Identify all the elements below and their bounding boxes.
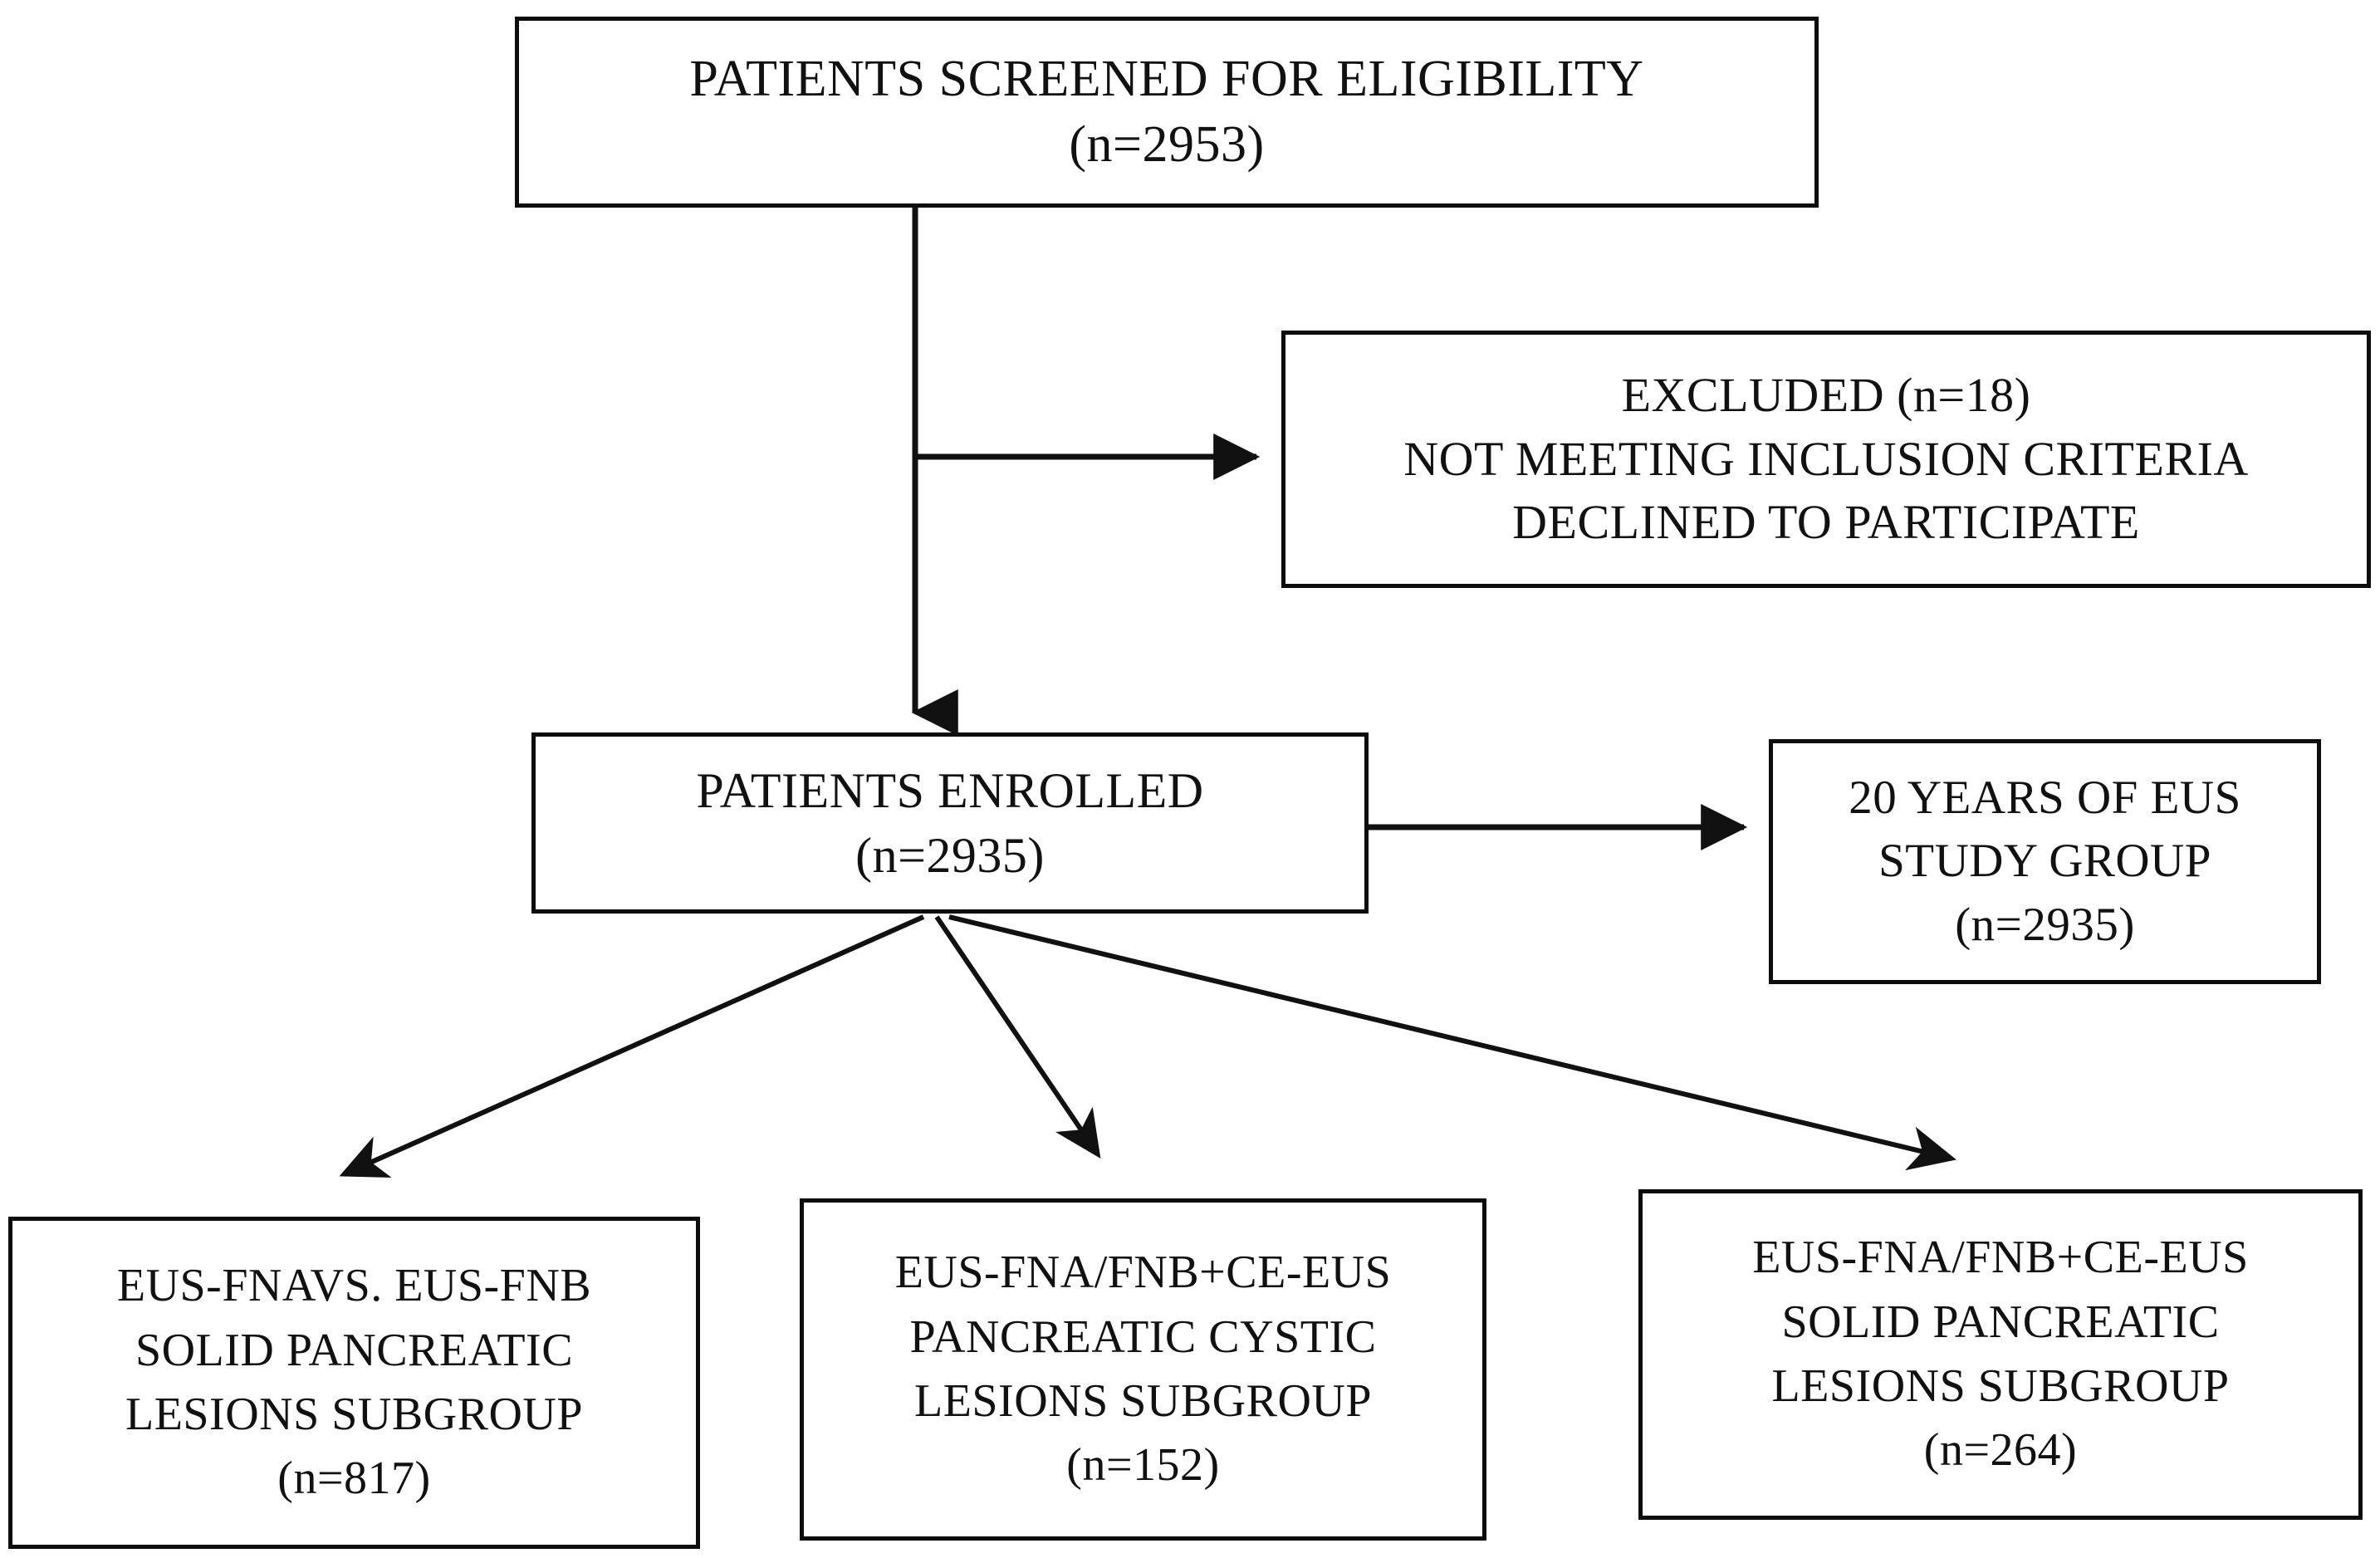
subgroup-solid-pancreatic-count: (n=264) <box>1923 1424 2078 1477</box>
subgroup-pancreatic-cystic-line-2: PANCREATIC CYSTIC <box>909 1311 1377 1363</box>
subgroup-fna-vs-fnb-count: (n=817) <box>277 1453 431 1505</box>
subgroup-pancreatic-cystic-line-3: LESIONS SUBGROUP <box>914 1375 1372 1427</box>
subgroup-solid-pancreatic-line-2: SOLID PANCREATIC <box>1781 1296 2220 1348</box>
patients-enrolled-count: (n=2935) <box>855 828 1045 883</box>
excluded-title: EXCLUDED (n=18) <box>1621 368 2031 423</box>
subgroup-fna-vs-fnb-box: EUS-FNAVS. EUS-FNB SOLID PANCREATIC LESI… <box>8 1217 700 1549</box>
subgroup-solid-pancreatic-box: EUS-FNA/FNB+CE-EUS SOLID PANCREATIC LESI… <box>1638 1189 2363 1520</box>
eus-study-group-line-1: 20 YEARS OF EUS <box>1849 771 2241 824</box>
subgroup-fna-vs-fnb-line-1: EUS-FNAVS. EUS-FNB <box>116 1260 592 1312</box>
excluded-reason-inclusion-criteria: NOT MEETING INCLUSION CRITERIA <box>1403 431 2249 486</box>
patients-enrolled-title: PATIENTS ENROLLED <box>696 763 1204 818</box>
patients-screened-count: (n=2953) <box>1069 116 1265 173</box>
subgroup-pancreatic-cystic-line-1: EUS-FNA/FNB+CE-EUS <box>894 1247 1392 1299</box>
patients-screened-title: PATIENTS SCREENED FOR ELIGIBILITY <box>689 50 1644 107</box>
subgroup-pancreatic-cystic-count: (n=152) <box>1066 1439 1220 1492</box>
patients-enrolled-box: PATIENTS ENROLLED (n=2935) <box>531 732 1369 914</box>
subgroup-fna-vs-fnb-line-2: SOLID PANCREATIC <box>135 1324 574 1376</box>
excluded-box: EXCLUDED (n=18) NOT MEETING INCLUSION CR… <box>1281 331 2371 588</box>
subgroup-fna-vs-fnb-line-3: LESIONS SUBGROUP <box>125 1389 583 1440</box>
patients-screened-box: PATIENTS SCREENED FOR ELIGIBILITY (n=295… <box>515 17 1819 208</box>
eus-study-group-count: (n=2935) <box>1955 898 2135 951</box>
excluded-reason-declined: DECLINED TO PARTICIPATE <box>1512 495 2140 550</box>
subgroup-solid-pancreatic-line-3: LESIONS SUBGROUP <box>1771 1360 2230 1412</box>
arrow-enrolled-to-subgroup-cystic <box>934 915 1101 1159</box>
eus-study-group-box: 20 YEARS OF EUS STUDY GROUP (n=2935) <box>1769 739 2321 984</box>
arrow-enrolled-to-subgroup-fna-fnb <box>339 914 925 1178</box>
eus-study-group-line-2: STUDY GROUP <box>1878 835 2211 888</box>
subgroup-pancreatic-cystic-box: EUS-FNA/FNB+CE-EUS PANCREATIC CYSTIC LES… <box>800 1198 1486 1541</box>
subgroup-solid-pancreatic-line-1: EUS-FNA/FNB+CE-EUS <box>1752 1232 2249 1284</box>
